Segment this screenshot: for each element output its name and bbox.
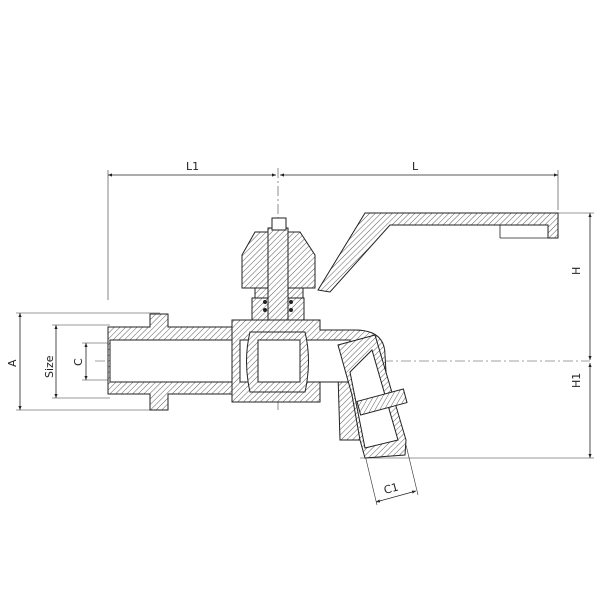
- ball-bore: [257, 339, 301, 383]
- lever-handle: [317, 212, 559, 293]
- spring-o-rings: [263, 300, 293, 312]
- dim-label-c: C: [72, 358, 85, 366]
- inlet-bore: [109, 339, 241, 383]
- dimension-H1: H1: [360, 363, 594, 459]
- dim-label-a: A: [6, 359, 19, 367]
- dimension-size: Size: [43, 324, 110, 399]
- dim-label-h1: H1: [570, 373, 583, 388]
- hose-connector: [356, 388, 408, 416]
- dimension-L1: L1: [107, 160, 276, 300]
- dim-label-c1: C1: [382, 481, 400, 497]
- dim-label-l: L: [412, 160, 419, 173]
- valve-stem: [267, 227, 289, 329]
- dim-label-h: H: [570, 267, 583, 275]
- stem-cap: [271, 217, 287, 231]
- dimension-H: H: [558, 212, 594, 360]
- dim-label-l1: L1: [186, 160, 199, 173]
- dim-label-size: Size: [43, 355, 56, 378]
- dimension-c1: C1: [364, 444, 419, 506]
- dimension-L: L: [280, 160, 559, 210]
- dimension-c: C: [72, 342, 110, 381]
- dimension-A: A: [6, 312, 160, 411]
